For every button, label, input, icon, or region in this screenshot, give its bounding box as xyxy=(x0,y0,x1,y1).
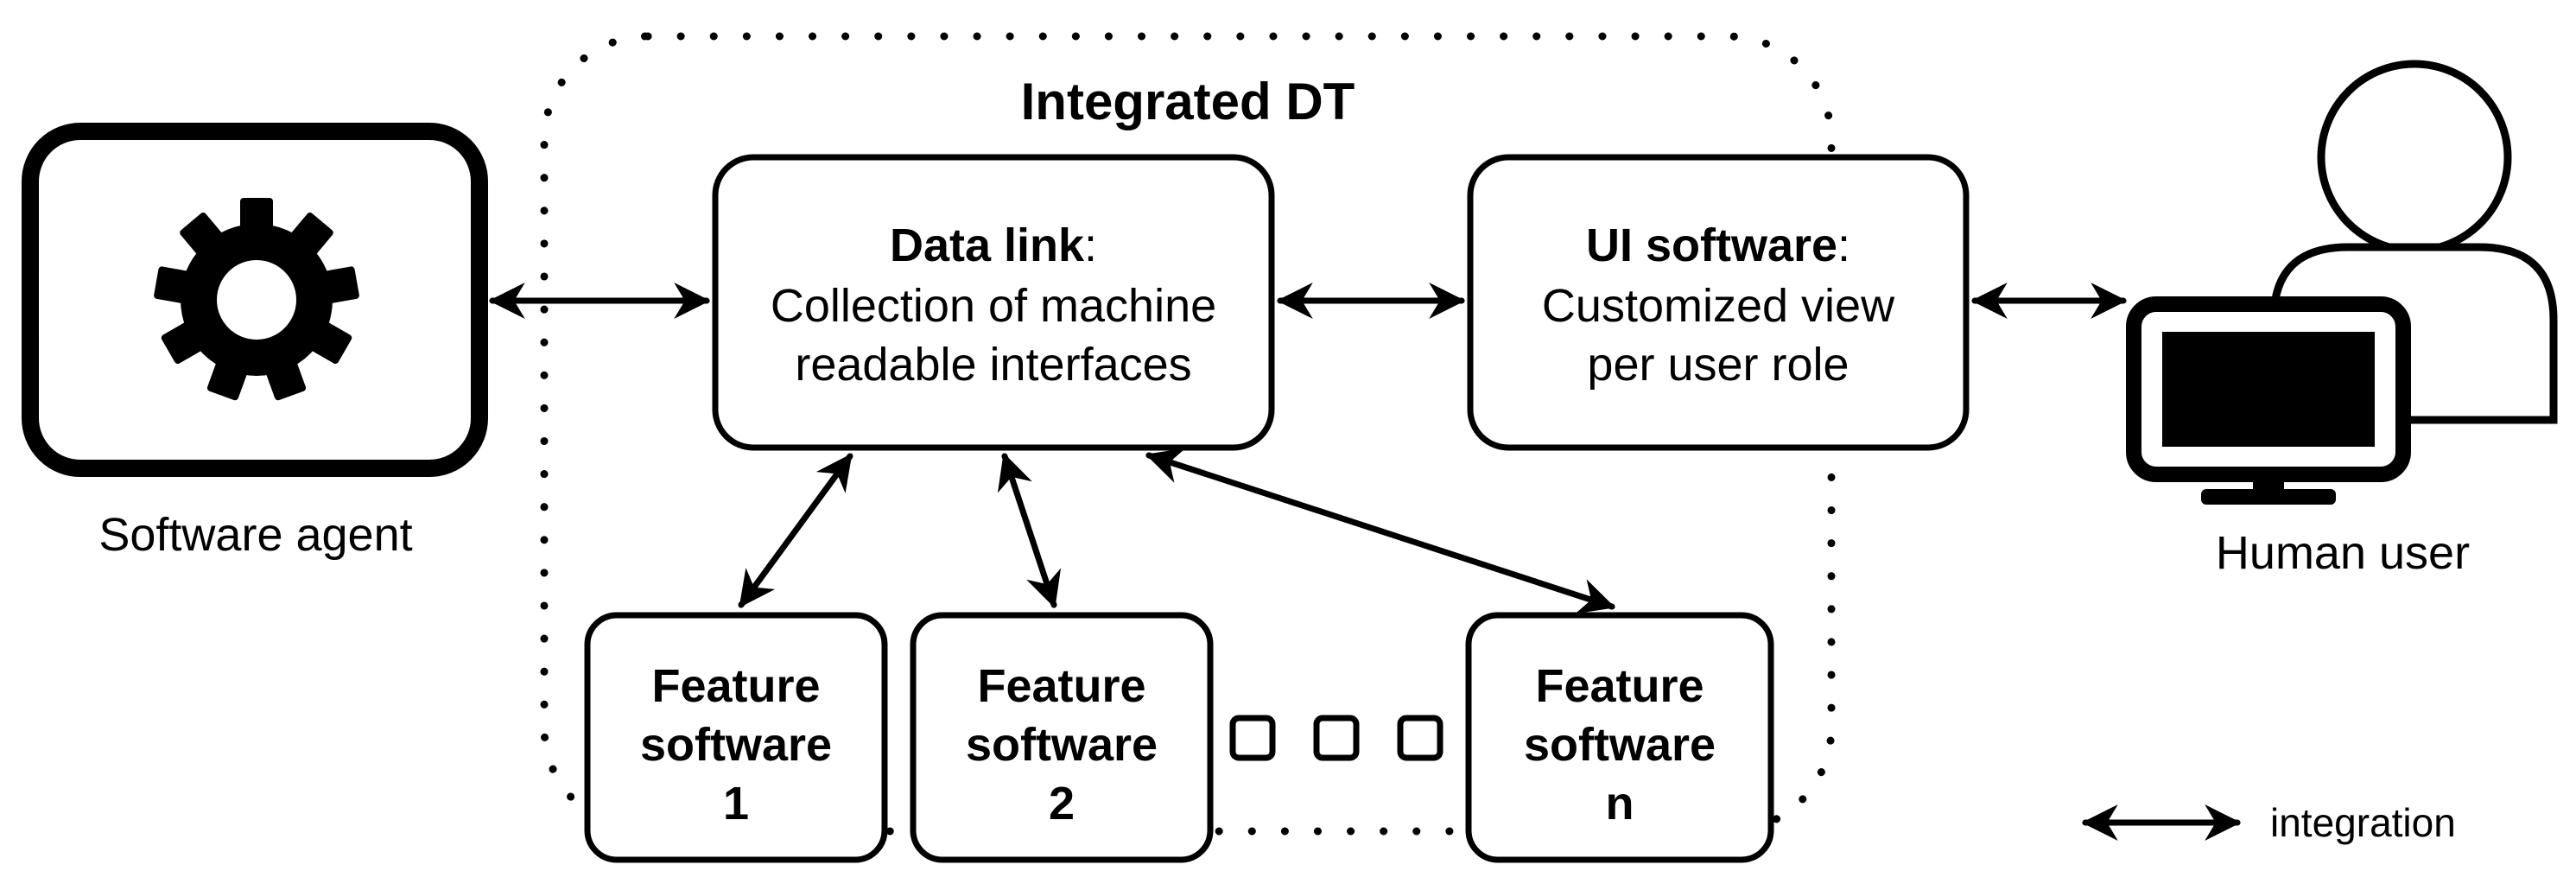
user-computer-icon xyxy=(2126,60,2558,505)
feature-1-line2: software xyxy=(640,719,832,771)
arrow-datalink-feature2 xyxy=(997,453,1062,608)
ui-software-title-text: UI software xyxy=(1586,219,1837,271)
gear-icon xyxy=(154,198,359,401)
arrow-datalink-featuren xyxy=(1145,448,1615,614)
ui-software-line1: Customized view xyxy=(1542,280,1895,332)
ellipsis-icon xyxy=(1229,715,1443,761)
feature-n-line3: n xyxy=(1606,778,1634,830)
group-title: Integrated DT xyxy=(1021,73,1355,130)
ui-software-line2: per user role xyxy=(1587,339,1849,391)
data-link-title: Data link: xyxy=(890,219,1097,271)
feature-n-line2: software xyxy=(1524,719,1716,771)
legend-label: integration xyxy=(2270,800,2456,845)
data-link-title-text: Data link xyxy=(890,219,1085,271)
feature-2-line2: software xyxy=(966,719,1158,771)
feature-software-box-2: Feature software 2 xyxy=(910,612,1214,863)
data-link-line1: Collection of machine xyxy=(771,280,1216,332)
software-agent-label: Software agent xyxy=(98,509,412,561)
person-head-icon xyxy=(2317,60,2512,255)
feature-2-line3: 2 xyxy=(1049,778,1075,830)
software-agent-box xyxy=(22,123,488,477)
feature-2-line1: Feature xyxy=(977,660,1145,712)
data-link-box: Data link: Collection of machine readabl… xyxy=(712,154,1275,451)
ui-software-title: UI software: xyxy=(1586,219,1850,271)
data-link-line2: readable interfaces xyxy=(795,339,1191,391)
feature-software-box-n: Feature software n xyxy=(1465,612,1774,863)
feature-software-box-1: Feature software 1 xyxy=(584,612,888,863)
data-link-separator: : xyxy=(1084,219,1097,271)
human-user-label: Human user xyxy=(2216,527,2470,579)
feature-1-line3: 1 xyxy=(723,778,749,830)
monitor-icon xyxy=(2126,296,2411,505)
ui-software-separator: : xyxy=(1837,219,1850,271)
feature-1-line1: Feature xyxy=(651,660,820,712)
arrow-datalink-feature1 xyxy=(738,453,853,608)
ui-software-box: UI software: Customized view per user ro… xyxy=(1467,154,1970,451)
feature-n-line1: Feature xyxy=(1535,660,1704,712)
